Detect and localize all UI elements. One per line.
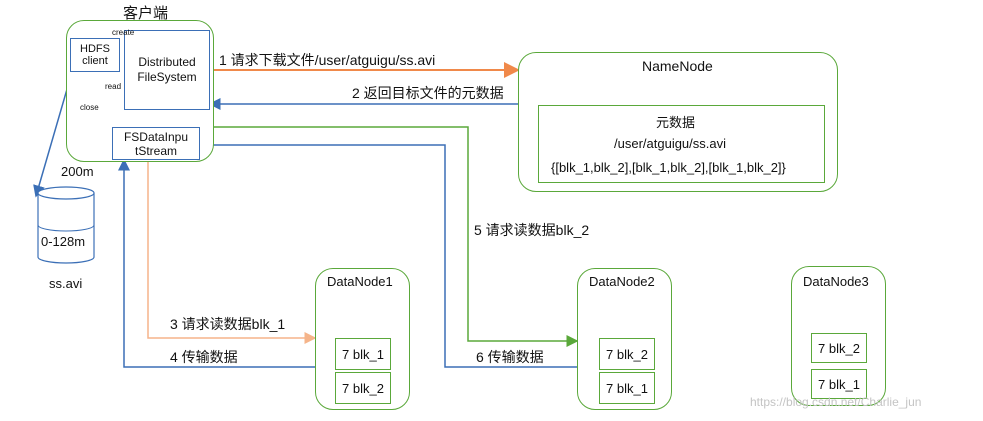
label-read: read [105,82,122,91]
hdfs-client-box: HDFS client [70,38,120,72]
step2-label: 2 返回目标文件的元数据 [352,85,504,101]
label-close: close [80,103,99,112]
datanode1-block-label: 7 blk_2 [342,380,384,396]
datanode3-block-label: 7 blk_2 [818,340,860,356]
datanode2-title: DataNode2 [589,274,655,289]
step6-label: 6 传输数据 [476,349,544,365]
arrow-step5 [199,126,579,347]
file-name-label: ss.avi [49,276,83,291]
datanode2-block: 7 blk_2 [599,338,655,370]
distributed-filesystem-box: Distributed FileSystem [124,30,210,110]
arrow-step6 [199,139,577,368]
datanode1-block: 7 blk_2 [335,372,391,404]
file-size-label: 200m [61,164,94,179]
step3-label: 3 请求读数据blk_1 [170,316,286,332]
datanode2-block-label: 7 blk_2 [606,346,648,362]
arrow-step4 [118,158,315,368]
fs-input-stream-label: FSDataInpu tStream [123,129,189,158]
file-cylinder-icon [37,186,95,264]
datanode2-block: 7 blk_1 [599,372,655,404]
datanode1-block-label: 7 blk_1 [342,346,384,362]
datanode3-block-label: 7 blk_1 [818,376,860,392]
file-range-label: 0-128m [41,234,86,249]
namenode-metadata-box [538,105,825,183]
step1-label: 1 请求下载文件/user/atguigu/ss.avi [219,52,436,68]
fs-input-stream-box: FSDataInpu tStream [112,127,200,160]
datanode1-block: 7 blk_1 [335,338,391,370]
datanode3-block: 7 blk_2 [811,333,867,363]
client-title: 客户端 [123,5,169,22]
datanode2-block-label: 7 blk_1 [606,380,648,396]
label-create: create [112,28,135,37]
metadata-path: /user/atguigu/ss.avi [614,136,727,151]
distributed-filesystem-label: Distributed FileSystem [137,55,197,84]
watermark-text: https://blog.csdn.net/Charlie_jun [750,395,922,409]
datanode1-title: DataNode1 [327,274,393,289]
step4-label: 4 传输数据 [170,349,238,365]
datanode3-block: 7 blk_1 [811,369,867,399]
arrow-step3 [147,162,317,344]
hdfs-client-label: HDFS client [80,43,110,67]
namenode-title: NameNode [642,58,713,74]
datanode3-title: DataNode3 [803,274,869,289]
metadata-title: 元数据 [656,115,696,130]
step5-label: 5 请求读数据blk_2 [474,222,590,238]
metadata-blocks: {[blk_1,blk_2],[blk_1,blk_2],[blk_1,blk_… [551,160,786,175]
